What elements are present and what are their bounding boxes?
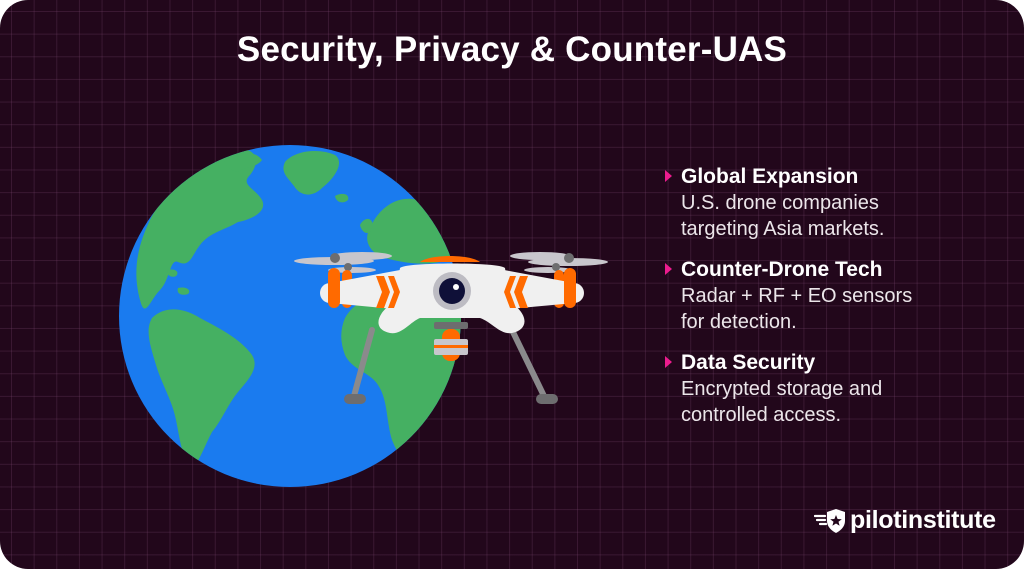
bullet-arrow-icon: [665, 170, 672, 182]
bullet-arrow-icon: [665, 356, 672, 368]
bullet-body-line: Radar + RF + EO sensors: [681, 285, 913, 307]
page-title: Security, Privacy & Counter-UAS: [236, 30, 788, 69]
brand-wordmark: pilotinstitute: [850, 506, 996, 534]
bullet-heading: Data Security: [681, 351, 816, 374]
brand-logo: pilotinstitute: [814, 506, 996, 535]
quadcopter-drone-icon: [294, 252, 608, 404]
bullet-body-line: for detection.: [681, 311, 797, 333]
bullet-heading: Counter-Drone Tech: [681, 258, 883, 281]
bullet-counter-drone-tech: Counter-Drone Tech Radar + RF + EO senso…: [662, 256, 1002, 335]
globe-icon: [119, 145, 461, 487]
winged-shield-star-icon: [814, 508, 845, 533]
bullet-body-line: U.S. drone companies: [681, 192, 879, 214]
bullet-body-line: controlled access.: [681, 404, 842, 426]
bullet-heading: Global Expansion: [681, 165, 859, 188]
bullet-global-expansion: Global Expansion U.S. drone companies ta…: [662, 163, 1002, 242]
bullet-arrow-icon: [665, 263, 672, 275]
bullet-list: Global Expansion U.S. drone companies ta…: [662, 163, 1002, 442]
bullet-data-security: Data Security Encrypted storage and cont…: [662, 349, 1002, 428]
bullet-body-line: Encrypted storage and: [681, 378, 883, 400]
bullet-body-line: targeting Asia markets.: [681, 218, 885, 240]
